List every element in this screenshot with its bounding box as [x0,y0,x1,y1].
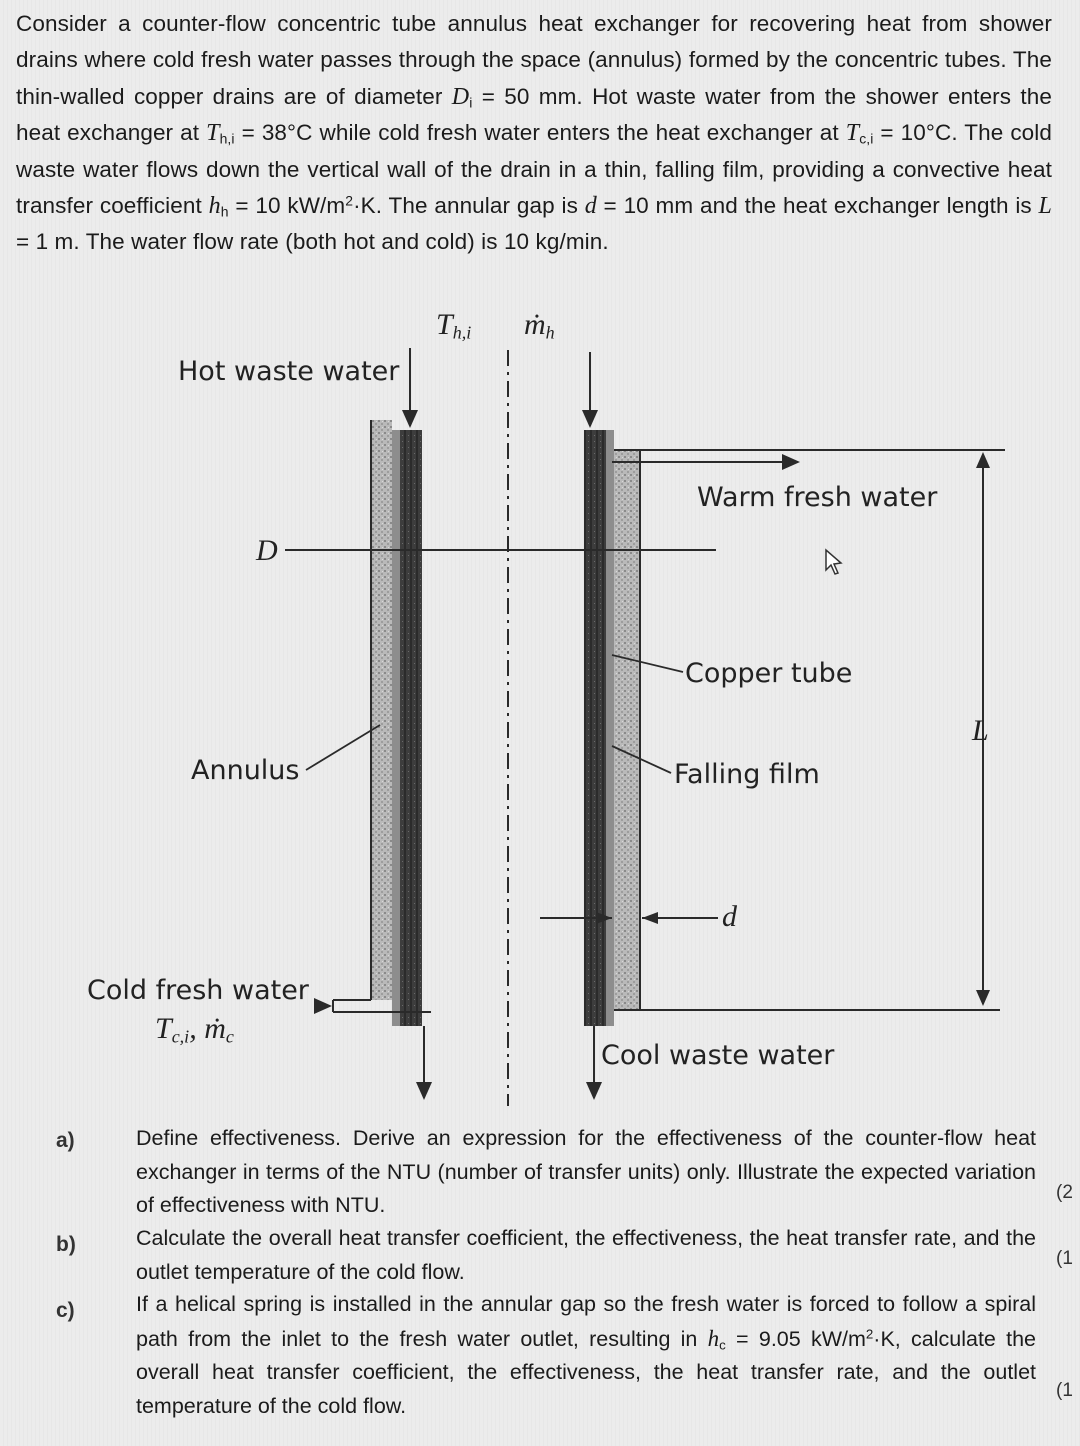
question-c-label: c) [56,1299,75,1322]
subscript: h [545,322,555,343]
label-length: L [972,714,989,747]
annulus-leader [305,724,381,771]
mouse-cursor-icon [825,548,843,575]
question-c-text: If a helical spring is installed in the … [136,1288,1036,1423]
label-copper-tube: Copper tube [685,658,853,689]
subscript: c,i [171,1026,190,1047]
heat-exchanger-diagram: Hot waste water Th,i ṁh Warm fresh water… [0,300,1080,1120]
falling-film-leader [611,745,672,774]
warm-water-outlet-pipe [612,449,1005,470]
gap-dimension [540,912,718,924]
copper-tube-leader [611,654,684,673]
label-tci-mc: Tc,i, ṁc [155,1012,234,1047]
right-copper-tube [584,430,606,1026]
cold-water-inlet-pipe [314,998,431,1014]
label-annulus: Annulus [191,755,300,786]
label-hot-waste-water: Hot waste water [178,356,400,387]
right-annulus [614,450,640,1010]
symbol-hc: h [707,1325,720,1351]
question-a-label: a) [56,1129,75,1152]
problem-text: = 10 kW/m [228,193,346,219]
symbol-hh: h [208,193,221,220]
length-dimension [976,452,990,1006]
question-b-label: b) [56,1233,76,1256]
question-a-marks: (2 [1056,1182,1073,1203]
subscript: h,i [219,130,235,147]
left-annulus [372,420,392,1000]
right-outer-wall [614,450,1000,1011]
superscript: 2 [345,192,354,209]
superscript: 2 [865,1326,874,1342]
left-outer-wall [332,420,372,1012]
subscript: c [719,1336,726,1352]
question-c-marks: (1 [1056,1380,1073,1401]
right-falling-film [606,430,614,1026]
label-cool-waste-water: Cool waste water [601,1040,835,1071]
subscript: c [225,1026,234,1047]
problem-text: = 50 mm. Hot waste water from the shower… [16,83,1052,146]
label-falling-film: Falling film [674,759,820,790]
left-falling-film [392,430,400,1026]
question-c-part: If a helical spring is installed in the … [136,1292,1036,1351]
label-gap: d [722,900,737,933]
subscript: c,i [859,130,874,147]
problem-text: = 10 mm and the heat exchanger length is [596,193,1039,219]
left-copper-tube [400,430,422,1026]
label-diameter: D [256,534,278,567]
label-warm-fresh-water: Warm fresh water [697,482,938,513]
subscript: i [469,94,473,111]
symbol-tci: T [845,120,860,147]
problem-text: = 38°C while cold fresh water enters the… [234,120,846,146]
problem-paragraph: Consider a counter-flow concentric tube … [16,6,1052,261]
symbol-thi: T [206,120,220,147]
problem-text: ·K. The annular gap is [353,193,585,219]
question-a-text: Define effectiveness. Derive an expressi… [136,1126,1036,1217]
problem-text: = 1 m. The water flow rate (both hot and… [16,229,609,255]
label-thi: Th,i [436,308,471,342]
problem-statement: Consider a counter-flow concentric tube … [16,6,1052,261]
question-c-part: ·K, calculate the overall heat transfer … [136,1326,1037,1418]
symbol-t: T [436,308,453,341]
question-b-text: Calculate the overall heat transfer coef… [136,1226,1036,1284]
symbol-m: ṁ [204,1012,226,1045]
symbol-di: D [451,83,470,110]
question-b-marks: (1 [1056,1248,1073,1269]
problem-text: = 10°C. The cold waste water flows down … [16,120,1053,219]
symbol-d: d [584,193,597,220]
problem-text: Consider a counter-flow concentric tube … [16,11,1052,109]
symbol-l: L [1038,193,1052,220]
label-cold-fresh-water: Cold fresh water [87,975,309,1006]
subscript: h,i [452,322,472,343]
question-c-part: = 9.05 kW/m [725,1326,866,1351]
subscript: h [220,203,229,220]
label-mh: ṁh [524,308,555,342]
symbol-m: ṁ [524,308,546,341]
symbol-t: T [155,1012,172,1045]
diagram-svg [285,348,1005,1106]
